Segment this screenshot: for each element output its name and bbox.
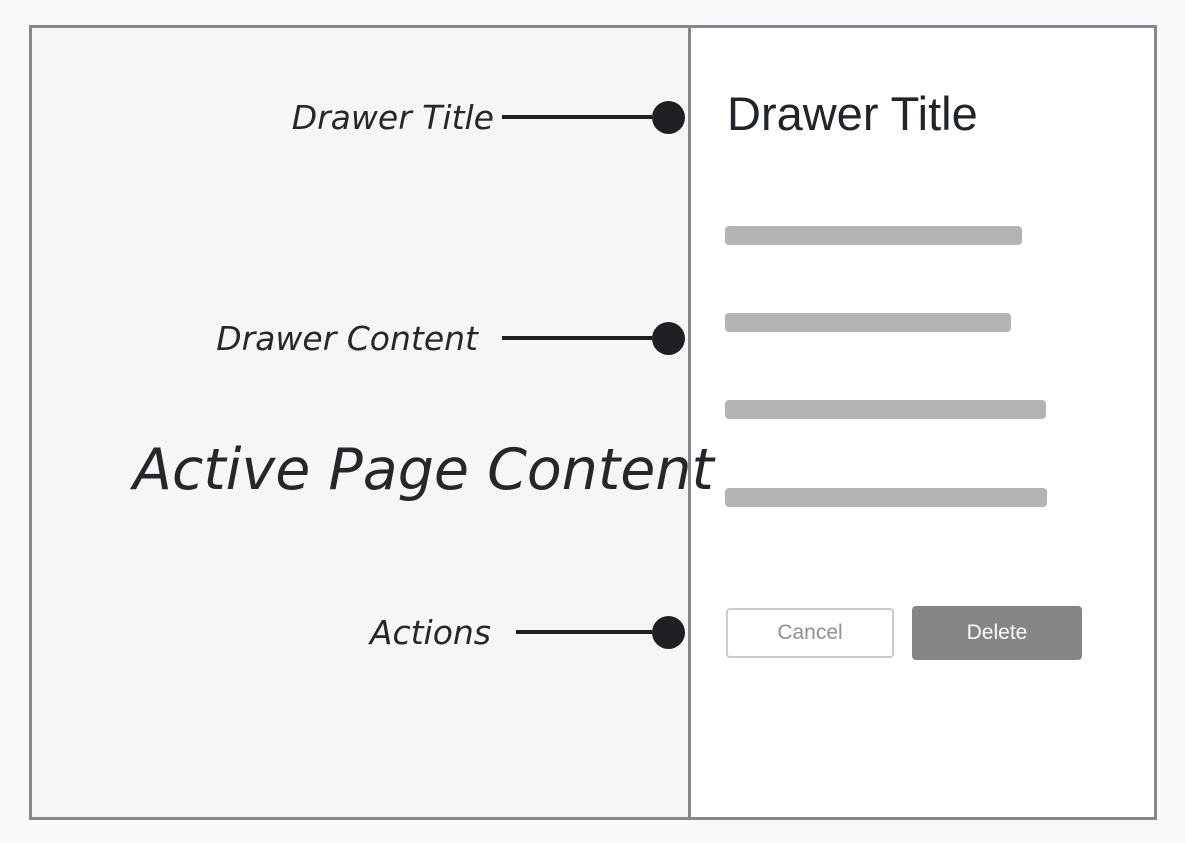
annotation-actions: Actions: [370, 610, 685, 654]
annotation-drawer-title: Drawer Title: [292, 95, 685, 139]
active-page-panel: [32, 28, 691, 817]
drawer-title: Drawer Title: [727, 87, 978, 140]
connector-line: [502, 336, 652, 340]
cancel-button[interactable]: Cancel: [726, 608, 894, 658]
active-page-content-label: Active Page Content: [133, 437, 714, 503]
annotation-drawer-content-label: Drawer Content: [216, 318, 478, 358]
content-placeholder-bar: [725, 488, 1047, 507]
connector-dot: [652, 615, 685, 649]
delete-button[interactable]: Delete: [912, 606, 1082, 660]
content-placeholder-bar: [725, 400, 1046, 419]
connector-dot: [652, 100, 685, 134]
content-placeholder-bar: [725, 313, 1011, 332]
annotation-drawer-content: Drawer Content: [216, 316, 685, 360]
content-placeholder-bar: [725, 226, 1022, 245]
connector-dot: [652, 321, 685, 355]
app-frame: Drawer Title Cancel Delete: [29, 25, 1157, 820]
annotation-actions-label: Actions: [369, 612, 491, 652]
annotation-drawer-title-label: Drawer Title: [291, 97, 494, 137]
drawer-panel: Drawer Title Cancel Delete: [691, 28, 1154, 817]
connector-line: [502, 115, 652, 119]
connector-line: [516, 630, 652, 634]
